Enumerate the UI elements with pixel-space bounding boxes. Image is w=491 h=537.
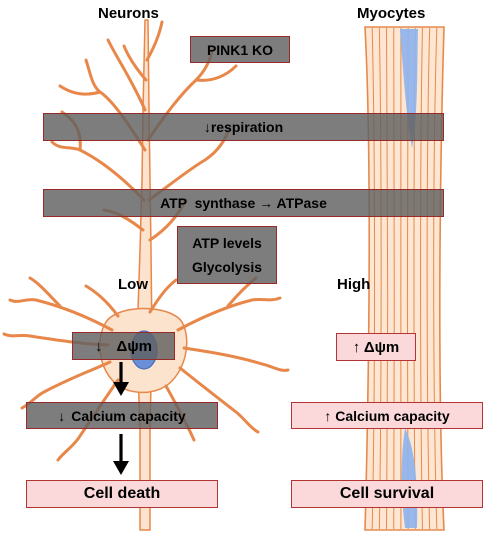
- cell-survival-box: Cell survival: [291, 480, 483, 508]
- pink1-ko-label: PINK1 KO: [206, 41, 274, 58]
- atp-synthase-label: ATP synthase → ATPase: [160, 195, 327, 211]
- low-label: Low: [118, 276, 148, 293]
- atp-synthase-band: ATP synthase → ATPase: [43, 189, 444, 217]
- neuron-process-arrows: [113, 362, 129, 475]
- atp-levels-label: ATP levels: [192, 235, 262, 251]
- arrow-down-icon: [113, 382, 129, 396]
- down-arrow-icon: ↓: [95, 337, 103, 355]
- neuron-calcium-label: Calcium capacity: [71, 407, 186, 424]
- myocyte-calcium-box: ↑ Calcium capacity: [291, 402, 483, 429]
- myocytes-header: Myocytes: [357, 5, 426, 22]
- down-arrow-icon: ↓: [58, 407, 66, 424]
- neuron-delta-psi-box: ↓ Δψm: [72, 332, 175, 360]
- cell-survival-label: Cell survival: [339, 485, 435, 502]
- myofibril-line: [426, 27, 431, 530]
- neurons-header: Neurons: [98, 5, 159, 22]
- myocyte-calcium-label: ↑ Calcium capacity: [324, 407, 450, 424]
- atp-glycolysis-box: ATP levels Glycolysis: [177, 226, 277, 284]
- myofibril-line: [433, 27, 438, 530]
- myofibril-line: [386, 27, 389, 530]
- myofibril-line: [371, 27, 376, 530]
- cell-death-label: Cell death: [83, 485, 161, 502]
- arrow-down-icon: [113, 461, 129, 475]
- myocyte-fiber: [364, 26, 445, 531]
- myocyte-delta-psi-box: ↑ Δψm: [336, 333, 416, 361]
- respiration-label: ↓respiration: [203, 119, 284, 135]
- neuron-delta-psi-label: Δψm: [116, 337, 152, 355]
- high-label: High: [337, 276, 371, 293]
- myofibril-line: [393, 27, 395, 530]
- myofibril-line: [378, 27, 382, 530]
- respiration-band: ↓respiration: [43, 113, 444, 141]
- neuron-calcium-box: ↓ Calcium capacity: [26, 402, 218, 429]
- myofibril-line: [420, 27, 423, 530]
- myocyte-delta-psi-label: ↑ Δψm: [352, 338, 400, 356]
- glycolysis-label: Glycolysis: [191, 259, 263, 275]
- cell-death-box: Cell death: [26, 480, 218, 508]
- pink1-ko-box: PINK1 KO: [190, 36, 290, 63]
